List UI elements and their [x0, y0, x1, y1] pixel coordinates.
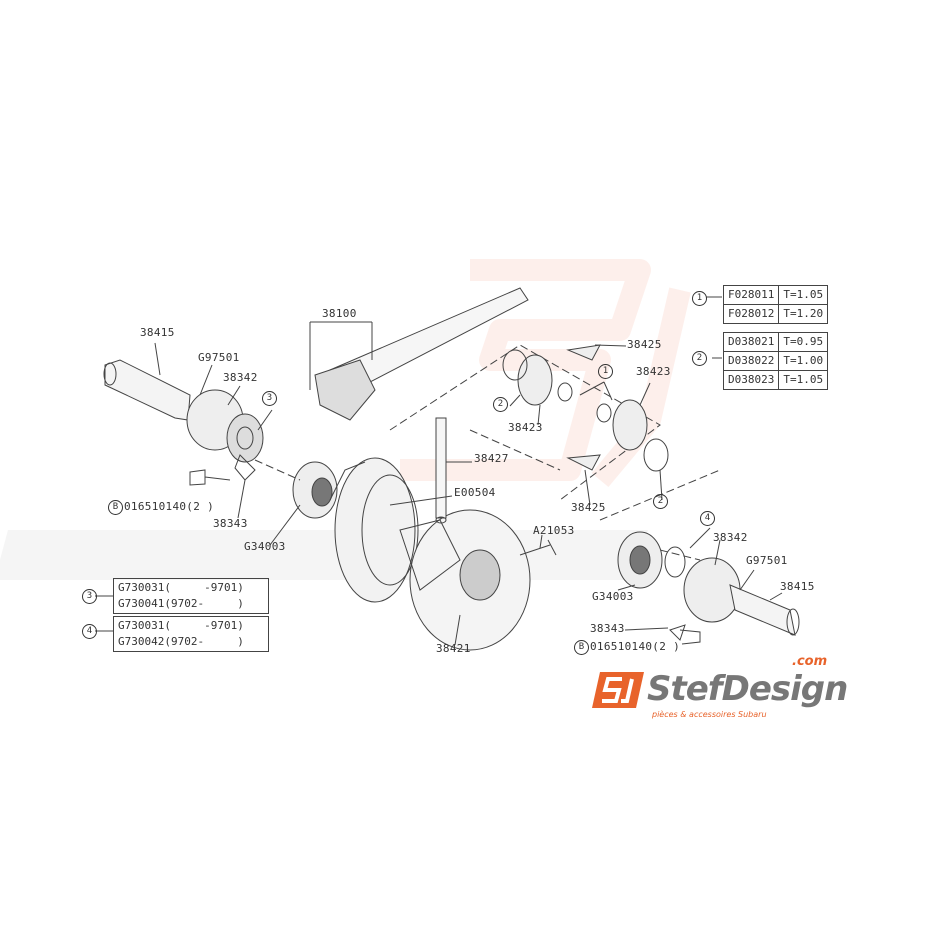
- label-38427: 38427: [474, 452, 509, 465]
- sj-logo-mark: [592, 672, 644, 708]
- pinion-top: [566, 344, 601, 361]
- label-38415-right: 38415: [780, 580, 815, 593]
- thickness: T=1.05: [778, 285, 829, 305]
- label-38342-left: 38342: [223, 371, 258, 384]
- seal-table-3: G730031( -9701) G730041(9702- ): [113, 578, 269, 614]
- table2-marker: 2: [692, 351, 707, 366]
- label-38342-right: 38342: [713, 531, 748, 544]
- table-row: G730031( -9701): [118, 619, 244, 632]
- side-gear-right: [612, 399, 648, 451]
- callout-3-marker: 3: [262, 391, 277, 406]
- label-bolt-right: 016510140(2 ): [590, 640, 680, 653]
- lock-plate-right: [669, 624, 686, 641]
- callout-b-right: B: [574, 640, 589, 655]
- part-number: D038023: [722, 370, 780, 390]
- label-g97501-left: G97501: [198, 351, 240, 364]
- label-38421: 38421: [436, 642, 471, 655]
- callout-b-left: B: [108, 500, 123, 515]
- pinion-shaft-pin: [435, 417, 447, 519]
- label-38423-mid: 38423: [508, 421, 543, 434]
- thickness: T=0.95: [778, 332, 829, 352]
- differential-case: [399, 509, 531, 651]
- label-38343-right: 38343: [590, 622, 625, 635]
- part-number: D038022: [722, 351, 780, 371]
- oil-seal-right: [664, 546, 686, 578]
- part-number: F028012: [722, 304, 780, 324]
- callout-2-right: 2: [653, 494, 668, 509]
- logo-com: .com: [792, 654, 828, 669]
- table3-marker: 3: [82, 589, 97, 604]
- label-38425-bottom: 38425: [571, 501, 606, 514]
- label-g97501-right: G97501: [746, 554, 788, 567]
- stefdesign-logo: StefDesign .com pièces & accessoires Sub…: [592, 654, 852, 724]
- table4-marker: 4: [82, 624, 97, 639]
- washer-left: [502, 349, 528, 381]
- table1-marker: 1: [692, 291, 707, 306]
- part-number: F028011: [722, 285, 780, 305]
- table-row: G730041(9702- ): [118, 597, 244, 610]
- label-38343-left: 38343: [213, 517, 248, 530]
- label-38100: 38100: [322, 307, 357, 320]
- table-row: G730042(9702- ): [118, 635, 244, 648]
- bolt-a21053: [519, 539, 557, 556]
- label-38415-left: 38415: [140, 326, 175, 339]
- thickness: T=1.20: [778, 304, 829, 324]
- pinion-bottom: [566, 454, 601, 471]
- part-number: D038021: [722, 332, 780, 352]
- thickness: T=1.05: [778, 370, 829, 390]
- washer-right: [643, 438, 669, 472]
- right-axle-shaft: [683, 557, 800, 636]
- label-g34003-right: G34003: [592, 590, 634, 603]
- bolt-left: [189, 469, 231, 486]
- drive-pinion-shaft: [314, 287, 529, 421]
- label-38423-right: 38423: [636, 365, 671, 378]
- logo-tagline: pièces & accessoires Subaru: [652, 710, 767, 719]
- watermark-j-shape: [591, 287, 691, 488]
- left-axle-shaft: [103, 359, 264, 463]
- logo-brand: StefDesign: [647, 669, 848, 709]
- seal-table-4: G730031( -9701) G730042(9702- ): [113, 616, 269, 652]
- label-e00504: E00504: [454, 486, 496, 499]
- callout-4-marker: 4: [700, 511, 715, 526]
- label-38425-top: 38425: [627, 338, 662, 351]
- ring-gear: [329, 457, 419, 603]
- label-g34003-left: G34003: [244, 540, 286, 553]
- side-gear-left: [517, 354, 553, 406]
- watermark-s-shape: [400, 259, 651, 481]
- label-bolt-left: 016510140(2 ): [124, 500, 214, 513]
- callout-1-marker: 1: [598, 364, 613, 379]
- thickness: T=1.00: [778, 351, 829, 371]
- label-a21053: A21053: [533, 524, 575, 537]
- callout-2-left: 2: [493, 397, 508, 412]
- table-row: G730031( -9701): [118, 581, 244, 594]
- bolt-right: [679, 629, 701, 645]
